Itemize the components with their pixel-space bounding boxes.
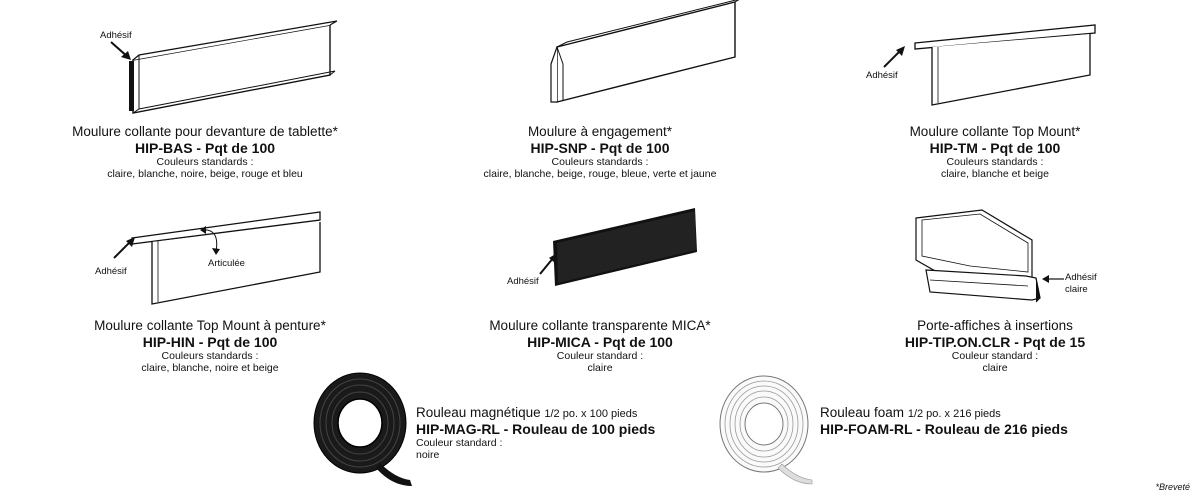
- product-title: Moulure collante Top Mount*: [909, 124, 1081, 139]
- hip-tm-illustration: [914, 24, 1096, 106]
- colors-list: claire, blanche et beige: [941, 167, 1049, 180]
- product-sku: HIP-TM - Pqt de 100: [929, 139, 1061, 156]
- product-sku: HIP-HIN - Pqt de 100: [142, 333, 278, 350]
- product-sku: HIP-TIP.ON.CLR - Pqt de 15: [904, 333, 1086, 350]
- product-caption-hip-snp: Moulure à engagement* HIP-SNP - Pqt de 1…: [425, 124, 775, 180]
- hinge-arrow-icon: [200, 226, 220, 255]
- adhesive-arrow-icon: [113, 237, 135, 259]
- adhesive-label: Adhésif: [507, 276, 539, 287]
- roll-caption-foam: Rouleau foam 1/2 po. x 216 pieds HIP-FOA…: [820, 405, 1068, 437]
- colors-label: Couleurs standards :: [551, 155, 649, 168]
- roll-title: Rouleau magnétique 1/2 po. x 100 pieds: [416, 405, 655, 421]
- colors-list: claire, blanche, noire, beige, rouge et …: [107, 167, 303, 180]
- adhesive-clear-label: Adhésif: [1065, 272, 1097, 283]
- hip-tip-illustration: [915, 209, 1041, 303]
- colors-label: Couleur standard :: [416, 436, 503, 449]
- product-sku: HIP-SNP - Pqt de 100: [530, 139, 670, 156]
- product-title: Moulure collante transparente MICA*: [489, 318, 711, 333]
- adhesive-label: Adhésif: [866, 70, 898, 81]
- colors-label: Couleurs standards :: [161, 349, 259, 362]
- adhesive-label: Adhésif: [100, 30, 132, 41]
- foam-roll-illustration: [719, 375, 813, 485]
- adhesive-arrow-icon: [110, 41, 131, 60]
- product-sku: HIP-BAS - Pqt de 100: [134, 139, 276, 156]
- hinged-label: Articulée: [208, 258, 245, 269]
- product-caption-hip-tip: Porte-affiches à insertions HIP-TIP.ON.C…: [860, 318, 1130, 374]
- adhesive-clear-label: claire: [1065, 284, 1088, 295]
- product-title: Moulure collante Top Mount à penture*: [94, 318, 326, 333]
- hip-hin-illustration: [131, 211, 321, 305]
- roll-size: 1/2 po. x 100 pieds: [544, 408, 638, 420]
- colors-list: claire, blanche, beige, rouge, bleue, ve…: [483, 167, 717, 180]
- hip-mica-illustration: [553, 208, 697, 286]
- roll-sku: HIP-FOAM-RL - Rouleau de 216 pieds: [820, 420, 1068, 437]
- colors-list: claire: [982, 361, 1008, 374]
- product-title: Porte-affiches à insertions: [917, 318, 1073, 333]
- magnetic-roll-illustration: [313, 372, 412, 486]
- colors-label: Couleurs standards :: [156, 155, 254, 168]
- colors-list: claire, blanche, noire et beige: [141, 361, 279, 374]
- colors-label: Couleur standard :: [556, 349, 644, 362]
- roll-title-text: Rouleau magnétique: [416, 405, 541, 420]
- adhesive-label: Adhésif: [95, 266, 127, 277]
- roll-title: Rouleau foam 1/2 po. x 216 pieds: [820, 405, 1068, 421]
- adhesive-arrow-icon: [539, 253, 557, 275]
- adhesive-arrow-icon: [1042, 275, 1064, 283]
- product-sku: HIP-MICA - Pqt de 100: [527, 333, 673, 350]
- roll-caption-magnetic: Rouleau magnétique 1/2 po. x 100 pieds H…: [416, 405, 655, 461]
- roll-size: 1/2 po. x 216 pieds: [907, 408, 1001, 420]
- roll-sku: HIP-MAG-RL - Rouleau de 100 pieds: [416, 420, 656, 437]
- adhesive-arrow-icon: [883, 46, 905, 68]
- patent-footnote: *Breveté: [1155, 482, 1190, 492]
- product-caption-hip-bas: Moulure collante pour devanture de table…: [20, 124, 390, 180]
- colors-label: Couleur standard :: [951, 349, 1039, 362]
- product-caption-hip-tm: Moulure collante Top Mount* HIP-TM - Pqt…: [870, 124, 1120, 180]
- product-caption-hip-hin: Moulure collante Top Mount à penture* HI…: [40, 318, 380, 374]
- colors-label: Couleurs standards :: [946, 155, 1044, 168]
- hip-snp-illustration: [550, 0, 740, 103]
- roll-title-text: Rouleau foam: [820, 405, 905, 420]
- product-caption-hip-mica: Moulure collante transparente MICA* HIP-…: [440, 318, 760, 374]
- colors-list: claire: [587, 361, 613, 374]
- colors-list: noire: [416, 448, 440, 461]
- hip-bas-illustration: [129, 20, 338, 114]
- product-title: Moulure à engagement*: [527, 124, 673, 139]
- product-title: Moulure collante pour devanture de table…: [72, 124, 338, 139]
